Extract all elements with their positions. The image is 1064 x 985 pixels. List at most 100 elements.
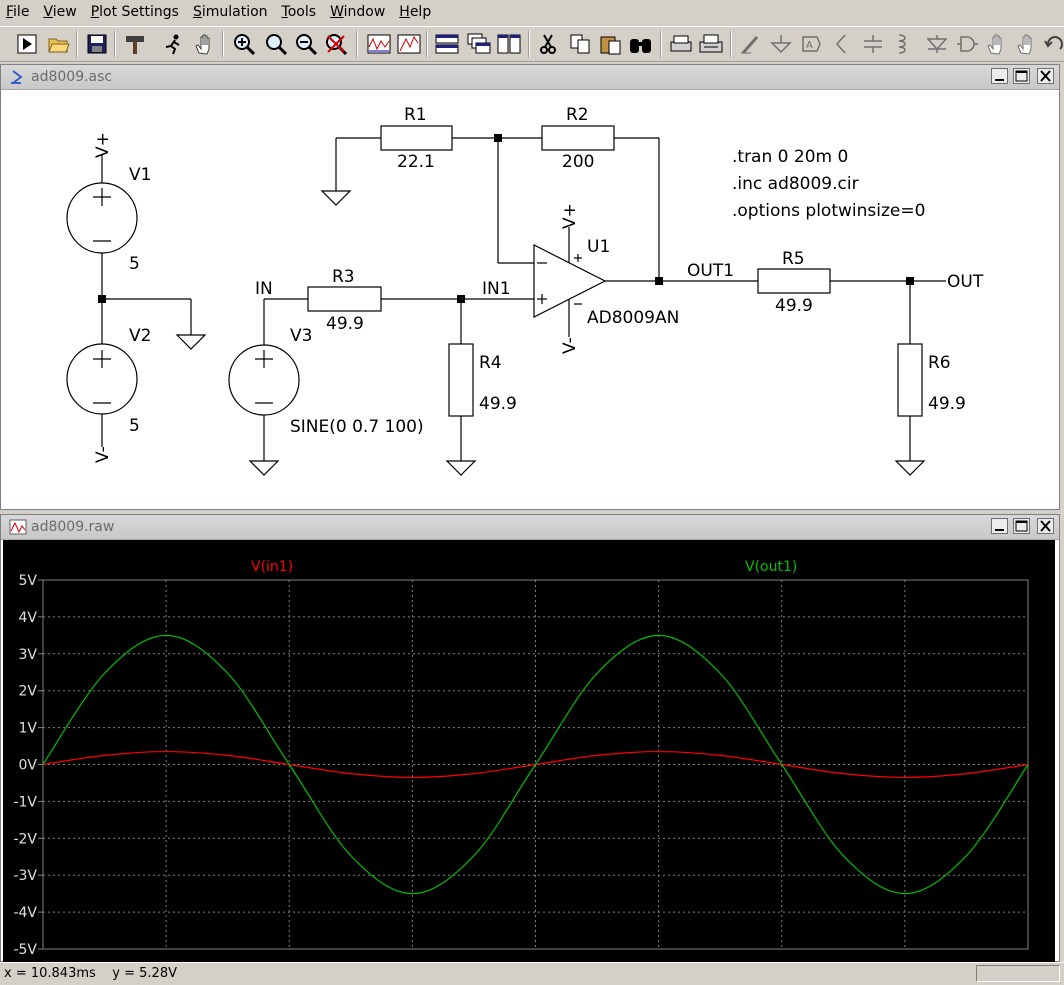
v1-name: V1 [129,165,151,185]
resistor-r5[interactable] [757,268,831,294]
label-v1-vplus: V+ [93,132,113,158]
spice-directive[interactable]: .tran 0 20m 0 [732,147,848,167]
resistor-r1[interactable] [380,125,453,151]
wire-icon[interactable] [738,31,764,57]
y-tick-label: -2V [13,831,37,847]
r2-value: 200 [562,152,594,172]
run-icon[interactable] [14,31,40,57]
waveform-title: ad8009.raw [31,519,115,535]
status-bar: x = 10.843ms y = 5.28V [0,962,1064,985]
maximize-button[interactable] [1013,518,1030,534]
hammer-icon[interactable] [122,31,148,57]
open-folder-icon[interactable] [46,31,72,57]
ground-symbol [248,460,280,476]
ground-symbol [894,460,926,476]
menu-plot-settings[interactable]: Plot Settings [90,4,179,20]
menu-view[interactable]: View [43,4,77,20]
spice-directive[interactable]: .options plotwinsize=0 [732,201,925,221]
junction-dot [655,277,663,285]
waveform-icon [9,519,27,535]
menu-tools[interactable]: Tools [281,4,317,20]
label-v2-vminus: V- [93,446,113,463]
resistor-r3[interactable] [307,286,382,312]
trace-label-v-out1[interactable]: V(out1) [745,559,797,575]
ground-symbol [445,460,477,476]
inductor-icon[interactable] [890,31,916,57]
maximize-button[interactable] [1013,68,1030,84]
resistor-icon[interactable] [828,31,854,57]
r1-value: 22.1 [397,152,435,172]
y-tick-label: -1V [13,794,37,810]
r2-name: R2 [566,105,589,125]
ground-icon[interactable] [768,31,794,57]
r3-name: R3 [332,267,355,287]
net-label-out1: OUT1 [687,261,734,281]
menu-help[interactable]: Help [399,4,432,20]
voltage-source-v1[interactable] [66,155,138,299]
y-tick-label: 5V [19,573,38,589]
cascade-icon[interactable] [466,31,492,57]
zoom-out-icon[interactable] [294,31,320,57]
pan-hand-icon[interactable] [192,31,218,57]
r4-name: R4 [479,353,502,373]
schematic-titlebar: ad8009.asc [1,65,1059,90]
menu-window[interactable]: Window [330,4,386,20]
copy-icon[interactable] [568,31,594,57]
diode-icon[interactable] [924,31,950,57]
zoom-cancel-icon[interactable] [324,31,350,57]
zoom-fit-icon[interactable] [264,31,290,57]
y-tick-label: -3V [13,868,37,884]
voltage-source-v2[interactable] [66,299,138,447]
net-label-in1: IN1 [482,279,511,299]
v2-name: V2 [129,326,151,346]
move-icon[interactable] [984,31,1010,57]
trace-label-v-in1[interactable]: V(in1) [251,559,293,575]
menu-simulation[interactable]: Simulation [192,4,268,20]
v3-name: V3 [290,326,312,346]
tile-horizontal-icon[interactable] [434,31,460,57]
capacitor-icon[interactable] [860,31,886,57]
v1-value: 5 [129,254,140,274]
r6-name: R6 [928,353,951,373]
voltage-source-v3[interactable] [228,344,300,461]
cut-icon[interactable] [536,31,562,57]
close-button[interactable] [1037,518,1054,534]
print-preview-icon[interactable] [668,31,694,57]
ground-symbol [175,334,207,350]
schematic-canvas[interactable]: V+ V- V+ V- V1 5 V2 5 R1 22.1 R2 200 R3 … [3,90,1055,506]
tile-vertical-icon[interactable] [496,31,522,57]
y-tick-label: -4V [13,905,37,921]
r3-value: 49.9 [326,314,364,334]
zoom-in-icon[interactable] [232,31,258,57]
r4-value: 49.9 [479,394,517,414]
waveform-plot[interactable]: 0.0ms2.5ms5.0ms7.5ms10.0ms12.5ms15.0ms17… [3,540,1055,961]
resistor-r2[interactable] [541,125,615,151]
plot-area[interactable]: 0.0ms2.5ms5.0ms7.5ms10.0ms12.5ms15.0ms17… [3,540,1055,976]
schematic-window: ad8009.asc [0,64,1060,510]
r1-name: R1 [404,105,427,125]
minimize-button[interactable] [991,518,1008,534]
find-icon[interactable] [628,31,654,57]
trace-v-out1[interactable] [42,634,1029,895]
label-icon[interactable]: A [798,31,824,57]
save-icon[interactable] [84,31,110,57]
svg-text:A: A [806,40,813,51]
running-man-icon[interactable] [160,31,186,57]
schematic-icon [11,70,23,84]
close-button[interactable] [1037,68,1054,84]
print-icon[interactable] [698,31,724,57]
undo-icon[interactable] [1044,31,1064,57]
waveform-icon[interactable] [366,31,392,57]
spice-directive[interactable]: .inc ad8009.cir [732,174,859,194]
cursor-readout: x = 10.843ms y = 5.28V [4,966,177,981]
component-icon[interactable] [954,31,980,57]
autorange-icon[interactable] [396,31,422,57]
menu-file[interactable]: File [6,4,30,20]
minimize-button[interactable] [991,68,1008,84]
opamp-u1[interactable] [533,227,607,337]
resistor-r6[interactable] [897,343,923,417]
paste-icon[interactable] [598,31,624,57]
drag-icon[interactable] [1014,31,1040,57]
resistor-r4[interactable] [448,343,474,417]
r5-value: 49.9 [775,296,813,316]
